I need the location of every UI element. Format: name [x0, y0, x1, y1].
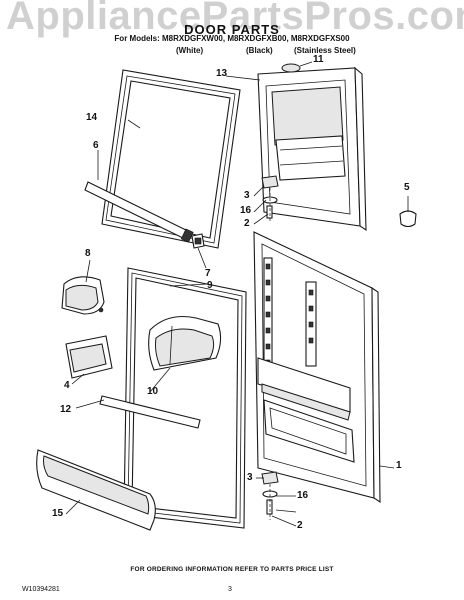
callout-2-upper: 2: [244, 218, 250, 229]
callout-6: 6: [93, 140, 99, 151]
callout-leader-lines: [65, 75, 409, 527]
dairy-compartment-cover: [61, 276, 105, 315]
callout-15: 15: [52, 508, 64, 519]
callout-16-upper: 16: [240, 205, 252, 216]
callout-2-lower: 2: [297, 520, 303, 531]
finish-black: (Black): [246, 46, 273, 55]
watermark: AppliancePartsPros.com: [6, 0, 464, 38]
page-number: 3: [228, 586, 232, 593]
callout-16-lower: 16: [297, 490, 309, 501]
lower-hinge-hardware: [261, 471, 279, 520]
door-plug: [281, 61, 313, 73]
callout-4: 4: [64, 380, 70, 391]
freezer-door: [257, 66, 367, 232]
shelf-clip: [191, 233, 205, 249]
door-shelf-bin: [148, 315, 222, 371]
callout-5: 5: [404, 182, 410, 193]
hinge-cover-cap: [399, 210, 417, 228]
document-id: W10394281: [22, 586, 60, 593]
page-title: DOOR PARTS: [184, 22, 280, 37]
callout-3-lower: 3: [247, 472, 253, 483]
callout-7: 7: [205, 268, 211, 279]
freezer-door-gasket: [101, 69, 241, 249]
callout-9: 9: [207, 280, 213, 291]
models-line: For Models: M8RXDGFXW00, M8RXDGFXB00, M8…: [114, 34, 350, 43]
ordering-note: FOR ORDERING INFORMATION REFER TO PARTS …: [130, 566, 334, 573]
callout-1: 1: [396, 460, 402, 471]
callout-8: 8: [85, 248, 91, 259]
bottom-door-bin: [36, 449, 156, 531]
upper-hinge-hardware: [261, 175, 279, 222]
finish-white: (White): [176, 46, 204, 55]
callout-11: 11: [313, 54, 324, 65]
fresh-food-door: [253, 231, 381, 504]
callout-14: 14: [86, 112, 98, 123]
freezer-trim-strip: [84, 181, 194, 243]
callout-13: 13: [216, 68, 228, 79]
callout-12: 12: [60, 404, 72, 415]
finish-stainless: (Stainless Steel): [294, 46, 356, 55]
callout-10: 10: [147, 386, 159, 397]
fresh-food-door-gasket: [123, 267, 247, 529]
callout-3-upper: 3: [244, 190, 250, 201]
dairy-bin: [65, 335, 113, 379]
